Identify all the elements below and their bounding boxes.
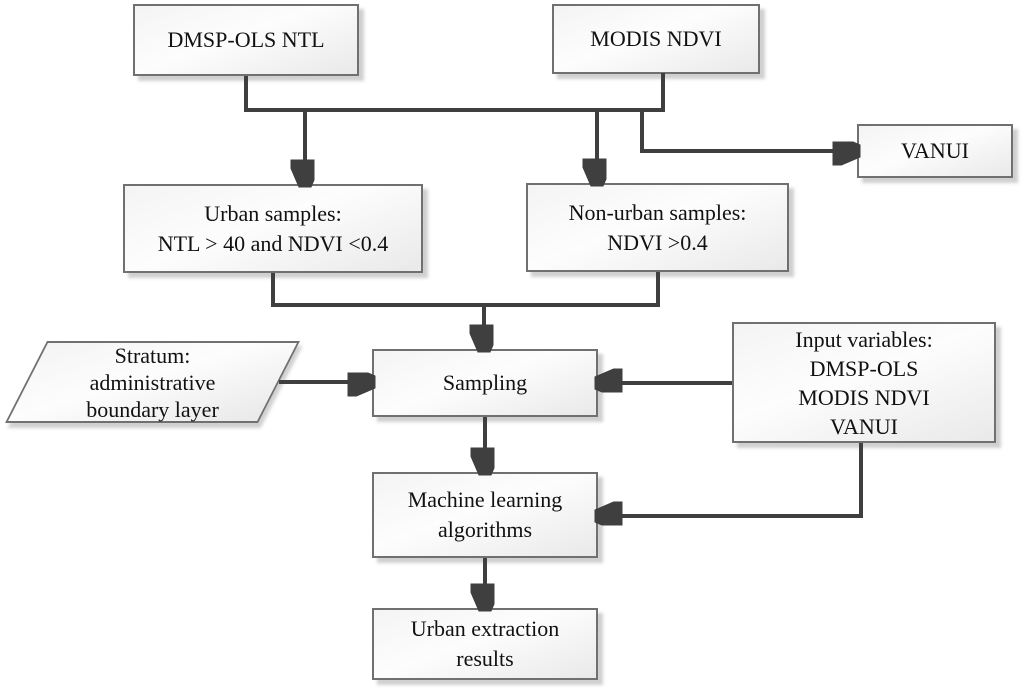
node-urban-extraction-results-line-1: Urban extraction (410, 616, 560, 641)
connector-bottom-bus (271, 272, 660, 307)
node-dmsp-ols-ntl-label: DMSP-OLS NTL (167, 27, 325, 52)
node-non-urban-samples-line-2: NDVI >0.4 (607, 229, 708, 255)
connector-input-to-ml (600, 443, 863, 516)
node-input-variables-line-1: Input variables: (795, 326, 933, 352)
node-vanui: VANUI (857, 124, 1013, 178)
node-modis-ndvi: MODIS NDVI (552, 4, 760, 74)
node-machine-learning-line-2: algorithms (437, 517, 533, 542)
node-input-variables: Input variables: DMSP-OLS MODIS NDVI VAN… (732, 322, 996, 443)
node-modis-ndvi-label: MODIS NDVI (590, 26, 722, 51)
node-machine-learning: Machine learning algorithms (372, 472, 598, 558)
node-urban-samples: Urban samples: NTL > 40 and NDVI <0.4 (123, 184, 423, 273)
node-urban-samples-line-1: Urban samples: (204, 200, 342, 226)
node-urban-extraction-results: Urban extraction results (372, 608, 598, 680)
node-stratum-line-2: administrative (89, 369, 216, 395)
node-input-variables-line-4: VANUI (829, 413, 899, 439)
node-stratum: Stratum: administrative boundary layer (26, 341, 279, 423)
node-vanui-label: VANUI (900, 138, 970, 163)
node-non-urban-samples-line-1: Non-urban samples: (568, 199, 747, 225)
connector-top-bus (244, 73, 665, 112)
node-stratum-line-3: boundary layer (86, 396, 219, 422)
node-urban-samples-line-2: NTL > 40 and NDVI <0.4 (157, 230, 389, 256)
node-input-variables-line-2: DMSP-OLS (809, 355, 919, 381)
node-machine-learning-line-1: Machine learning (407, 487, 563, 512)
node-sampling-label: Sampling (442, 370, 528, 395)
node-sampling: Sampling (372, 349, 598, 417)
node-stratum-line-1: Stratum: (114, 342, 191, 368)
connector-to-vanui (640, 110, 855, 151)
node-urban-extraction-results-line-2: results (456, 646, 514, 671)
node-input-variables-line-3: MODIS NDVI (798, 384, 930, 410)
node-non-urban-samples: Non-urban samples: NDVI >0.4 (526, 183, 789, 272)
node-dmsp-ols-ntl: DMSP-OLS NTL (133, 4, 359, 76)
